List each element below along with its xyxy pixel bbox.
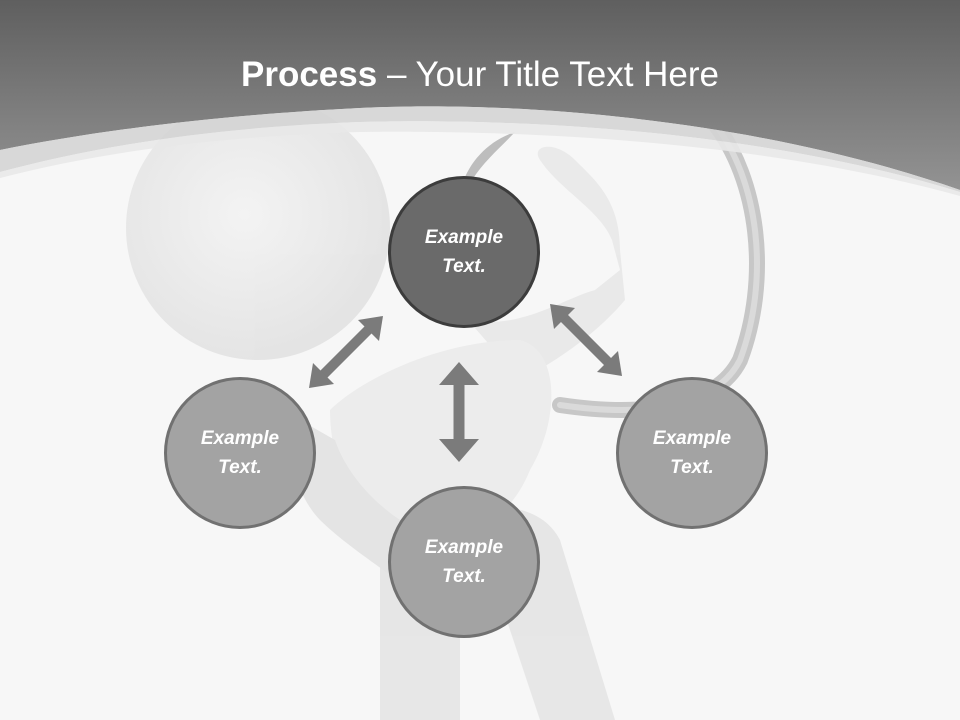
process-node-bottom-label: Example Text. [424,537,504,587]
arrow-top-right [550,304,622,376]
slide-title: Process – Your Title Text Here [0,52,960,98]
process-node-right: Example Text. [616,377,768,529]
process-node-top: Example Text. [388,176,540,328]
header-band [0,0,960,196]
process-node-left: Example Text. [164,377,316,529]
process-node-right-label: Example Text. [652,428,732,478]
title-rest: – Your Title Text Here [377,55,719,94]
process-node-left-label: Example Text. [200,428,280,478]
process-node-top-label: Example Text. [424,227,504,277]
title-bold: Process [241,55,378,94]
arrow-top-left [309,316,383,388]
arrow-vertical [439,362,479,462]
process-node-bottom: Example Text. [388,486,540,638]
